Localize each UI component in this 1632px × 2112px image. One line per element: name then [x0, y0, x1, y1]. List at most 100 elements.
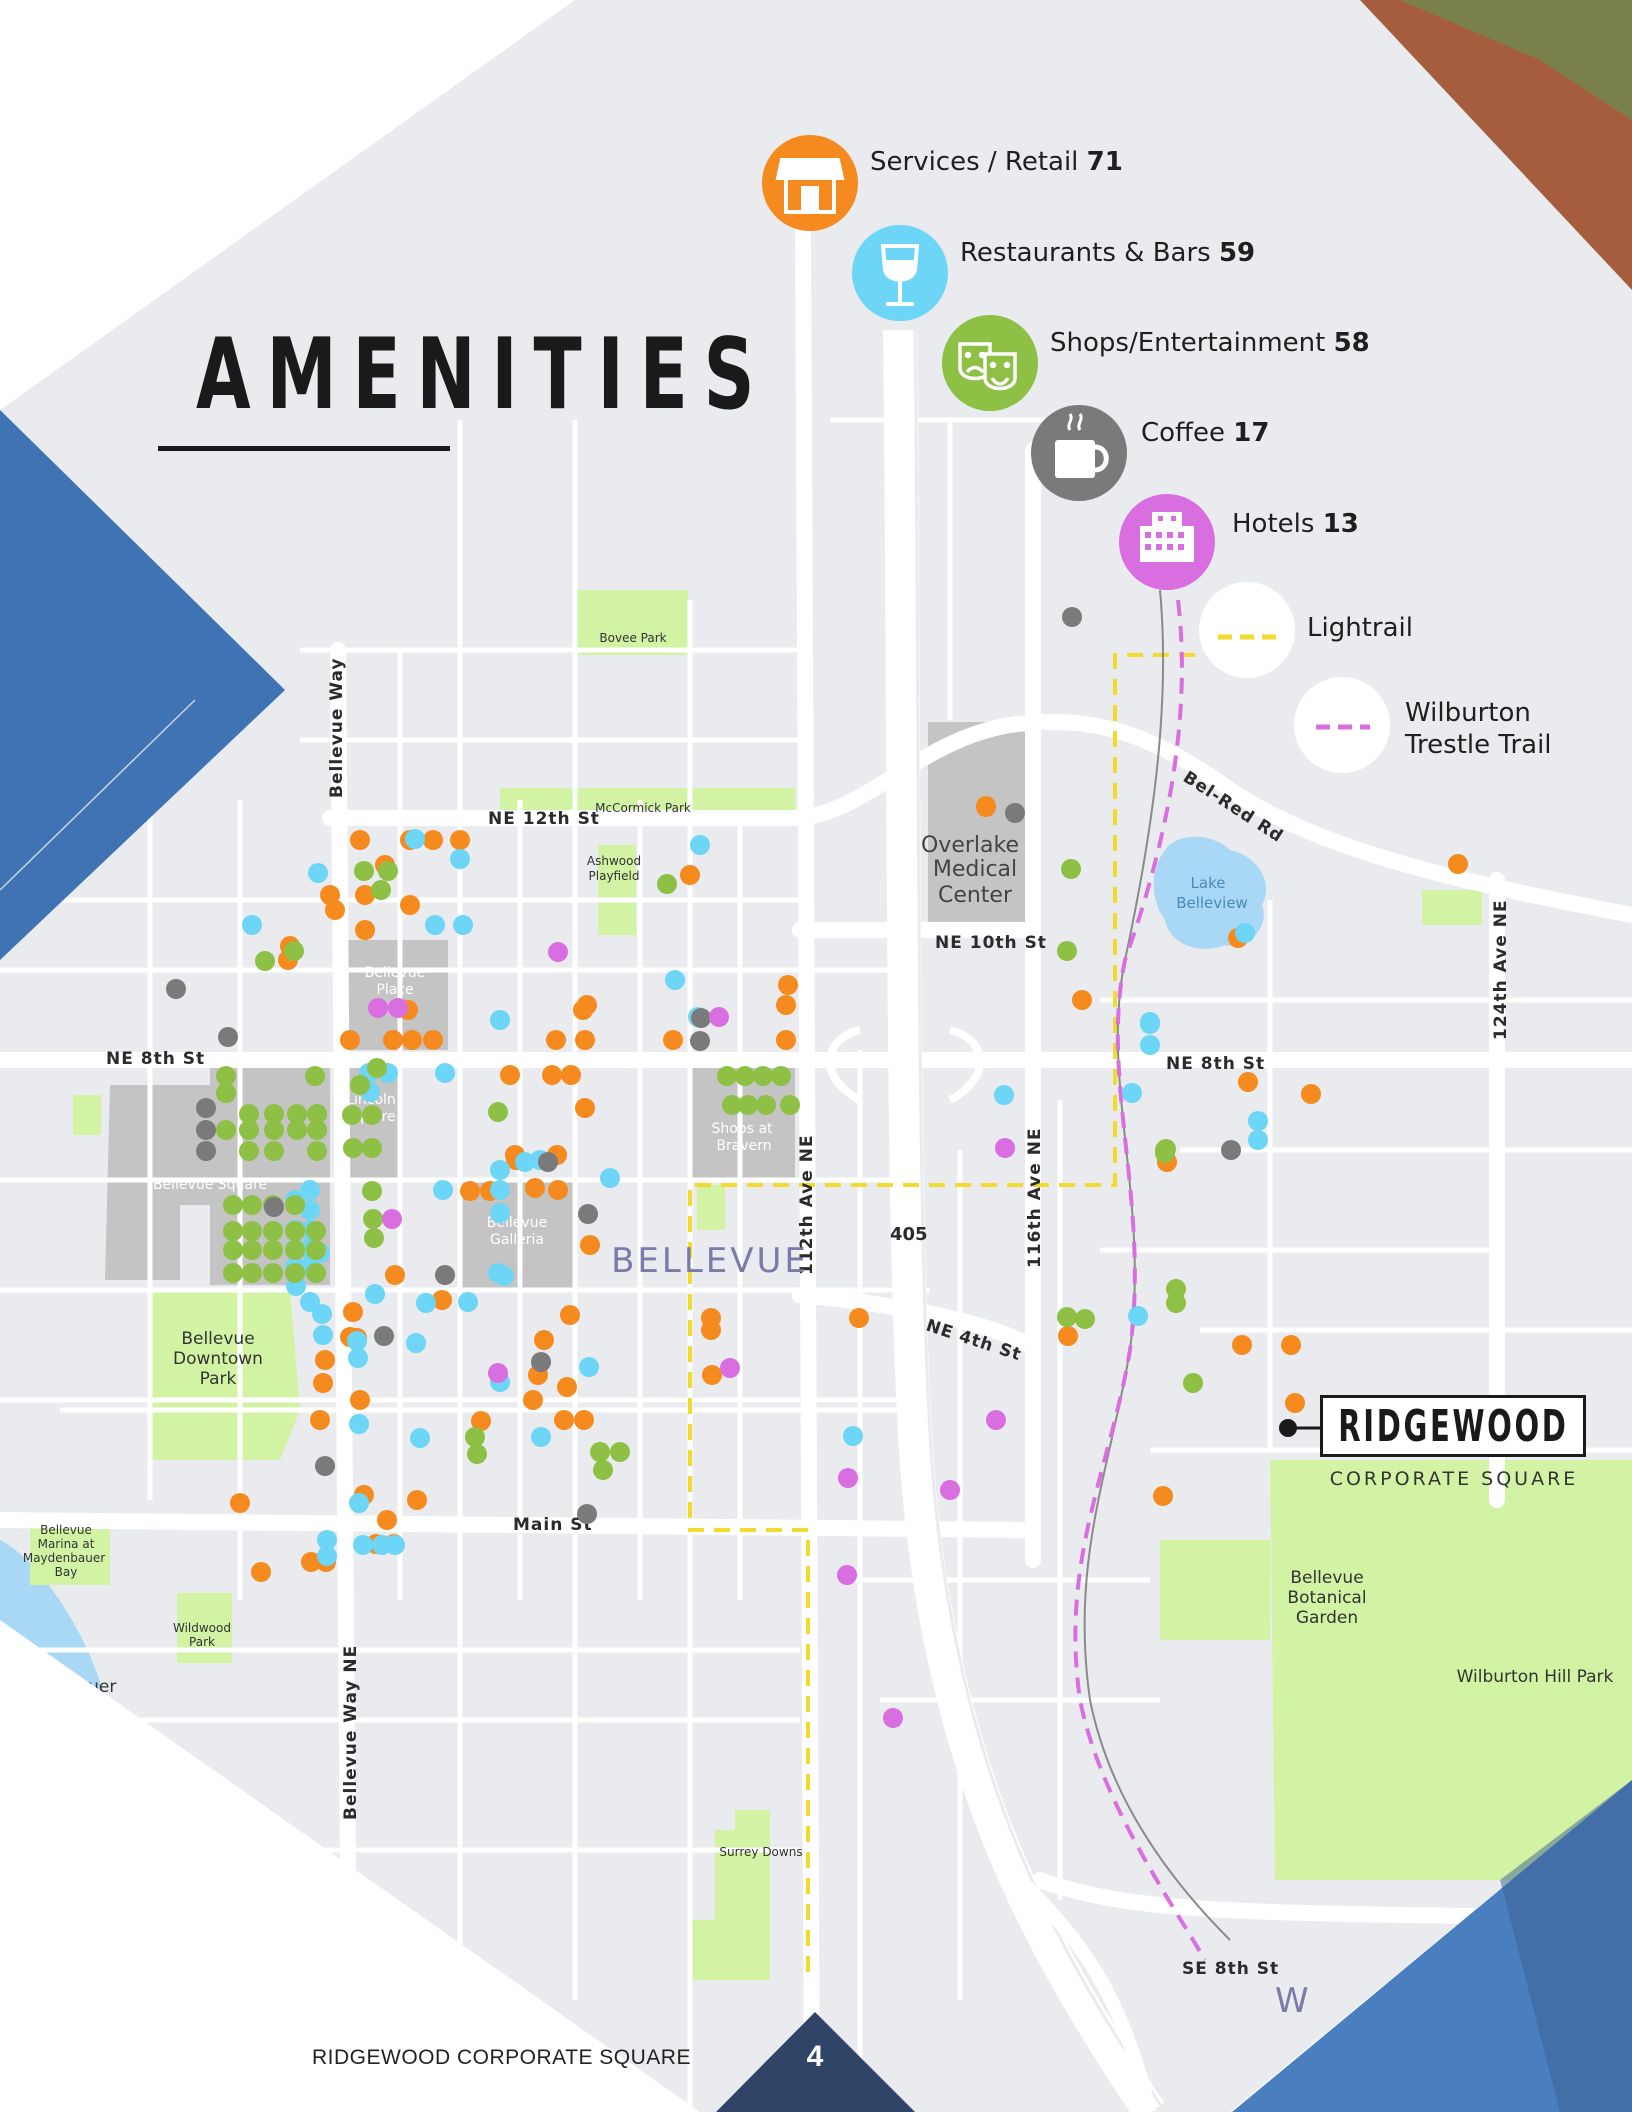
shops-marker[interactable] [223, 1195, 243, 1215]
shops-marker[interactable] [306, 1221, 326, 1241]
retail-marker[interactable] [778, 975, 798, 995]
shops-marker[interactable] [371, 880, 391, 900]
retail-marker[interactable] [423, 830, 443, 850]
shops-marker[interactable] [264, 1120, 284, 1140]
shops-marker[interactable] [242, 1240, 262, 1260]
shops-marker[interactable] [1057, 941, 1077, 961]
retail-marker[interactable] [500, 1065, 520, 1085]
shops-marker[interactable] [722, 1095, 742, 1115]
restaurant-marker[interactable] [515, 1152, 535, 1172]
restaurant-marker[interactable] [690, 835, 710, 855]
restaurant-marker[interactable] [365, 1284, 385, 1304]
shops-marker[interactable] [488, 1102, 508, 1122]
hotel-marker[interactable] [838, 1468, 858, 1488]
legend-retail[interactable]: Services / Retail 71 [870, 147, 1123, 177]
retail-marker[interactable] [542, 1065, 562, 1085]
restaurant-marker[interactable] [353, 1535, 373, 1555]
restaurant-marker[interactable] [450, 849, 470, 869]
retail-marker[interactable] [574, 1410, 594, 1430]
hotel-marker[interactable] [368, 998, 388, 1018]
coffee-marker[interactable] [577, 1504, 597, 1524]
restaurant-marker[interactable] [416, 1293, 436, 1313]
restaurant-marker[interactable] [600, 1168, 620, 1188]
restaurant-marker[interactable] [453, 915, 473, 935]
shops-marker[interactable] [242, 1195, 262, 1215]
restaurant-marker[interactable] [433, 1180, 453, 1200]
restaurant-marker[interactable] [349, 1414, 369, 1434]
restaurant-marker[interactable] [490, 1160, 510, 1180]
shops-marker[interactable] [255, 951, 275, 971]
restaurant-marker[interactable] [1248, 1130, 1268, 1150]
shops-marker[interactable] [367, 1058, 387, 1078]
legend-lightrail[interactable]: Lightrail [1307, 613, 1413, 643]
retail-marker[interactable] [577, 995, 597, 1015]
retail-marker[interactable] [849, 1308, 869, 1328]
coffee-marker[interactable] [538, 1152, 558, 1172]
restaurant-marker[interactable] [349, 1493, 369, 1513]
coffee-marker[interactable] [1005, 803, 1025, 823]
shops-marker[interactable] [1057, 1307, 1077, 1327]
hotel-marker[interactable] [995, 1138, 1015, 1158]
restaurant-marker[interactable] [458, 1292, 478, 1312]
retail-marker[interactable] [575, 1098, 595, 1118]
shops-marker[interactable] [216, 1083, 236, 1103]
shops-marker[interactable] [306, 1240, 326, 1260]
shops-marker[interactable] [362, 1181, 382, 1201]
shops-marker[interactable] [242, 1221, 262, 1241]
legend-coffee[interactable]: Coffee 17 [1141, 418, 1269, 448]
shops-marker[interactable] [264, 1104, 284, 1124]
shops-marker[interactable] [307, 1141, 327, 1161]
hotel-marker[interactable] [548, 942, 568, 962]
retail-marker[interactable] [407, 1490, 427, 1510]
shops-marker[interactable] [738, 1095, 758, 1115]
retail-marker[interactable] [313, 1373, 333, 1393]
shops-marker[interactable] [756, 1095, 776, 1115]
coffee-marker[interactable] [690, 1031, 710, 1051]
retail-marker[interactable] [976, 797, 996, 817]
retail-marker[interactable] [548, 1180, 568, 1200]
hotel-marker[interactable] [488, 1363, 508, 1383]
shops-marker[interactable] [285, 1195, 305, 1215]
shops-marker[interactable] [593, 1460, 613, 1480]
hotel-marker[interactable] [940, 1480, 960, 1500]
restaurant-marker[interactable] [665, 970, 685, 990]
shops-marker[interactable] [285, 1240, 305, 1260]
retail-marker[interactable] [557, 1377, 577, 1397]
restaurant-marker[interactable] [242, 915, 262, 935]
retail-marker[interactable] [561, 1065, 581, 1085]
retail-marker[interactable] [402, 1030, 422, 1050]
coffee-marker[interactable] [264, 1197, 284, 1217]
restaurant-marker[interactable] [994, 1085, 1014, 1105]
shops-marker[interactable] [363, 1209, 383, 1229]
shops-marker[interactable] [306, 1263, 326, 1283]
hotel-marker[interactable] [382, 1209, 402, 1229]
restaurant-marker[interactable] [435, 1063, 455, 1083]
restaurant-marker[interactable] [300, 1180, 320, 1200]
restaurant-marker[interactable] [406, 1333, 426, 1353]
shops-marker[interactable] [264, 1141, 284, 1161]
retail-marker[interactable] [1238, 1072, 1258, 1092]
restaurant-marker[interactable] [1248, 1111, 1268, 1131]
hotel-marker[interactable] [388, 998, 408, 1018]
retail-marker[interactable] [432, 1290, 452, 1310]
retail-marker[interactable] [350, 830, 370, 850]
restaurant-marker[interactable] [348, 1348, 368, 1368]
shops-marker[interactable] [284, 941, 304, 961]
shops-marker[interactable] [1061, 859, 1081, 879]
retail-marker[interactable] [534, 1330, 554, 1350]
restaurant-marker[interactable] [410, 1428, 430, 1448]
retail-marker[interactable] [340, 1030, 360, 1050]
coffee-marker[interactable] [196, 1120, 216, 1140]
shops-marker[interactable] [1166, 1293, 1186, 1313]
shops-marker[interactable] [285, 1263, 305, 1283]
legend-shops[interactable]: Shops/Entertainment 58 [1050, 328, 1370, 358]
retail-marker[interactable] [680, 865, 700, 885]
restaurant-marker[interactable] [317, 1546, 337, 1566]
restaurant-marker[interactable] [490, 1203, 510, 1223]
retail-marker[interactable] [343, 1302, 363, 1322]
restaurant-marker[interactable] [308, 863, 328, 883]
restaurant-marker[interactable] [531, 1427, 551, 1447]
shops-marker[interactable] [354, 861, 374, 881]
shops-marker[interactable] [771, 1066, 791, 1086]
